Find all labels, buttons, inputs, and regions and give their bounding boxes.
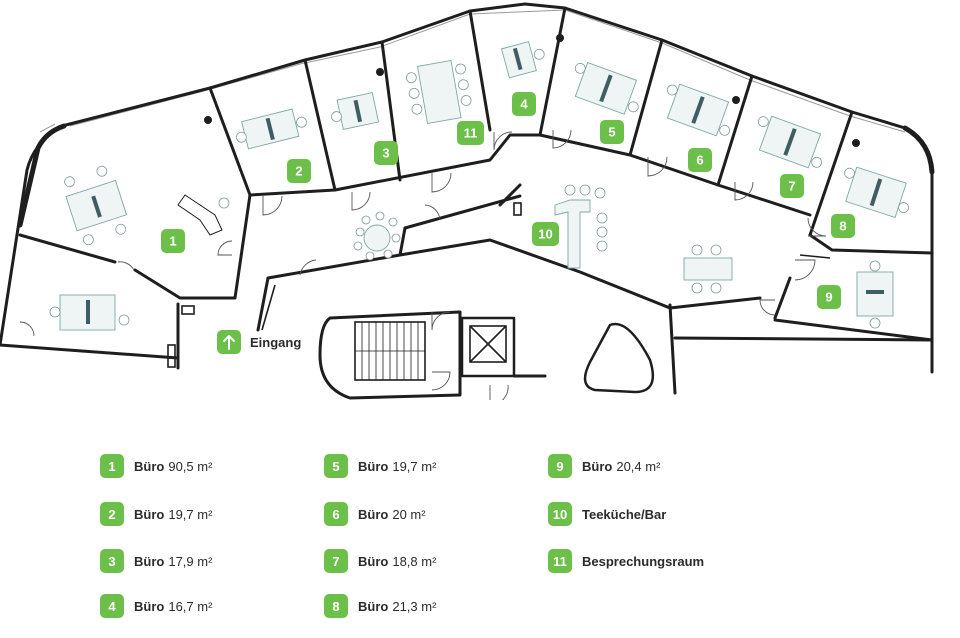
svg-text:4: 4 bbox=[520, 97, 528, 112]
legend-badge: 7 bbox=[324, 549, 348, 573]
svg-text:6: 6 bbox=[696, 153, 703, 168]
legend-badge: 4 bbox=[100, 594, 124, 618]
legend-room-area: 18,8 m² bbox=[392, 553, 437, 569]
room-badge-6: 6 bbox=[688, 148, 712, 172]
legend-badge: 3 bbox=[100, 549, 124, 573]
room-badge-9: 9 bbox=[817, 285, 841, 309]
legend-room-name: Büro bbox=[134, 506, 165, 522]
courtyard-feature bbox=[583, 322, 655, 394]
exterior-walls bbox=[0, 2, 935, 374]
legend-badge: 2 bbox=[100, 502, 124, 526]
legend-room-name: Büro bbox=[358, 598, 389, 614]
legend-badge: 10 bbox=[548, 502, 572, 526]
legend-badge: 8 bbox=[324, 594, 348, 618]
room-badge-1: 1 bbox=[161, 229, 185, 253]
room-badge-5: 5 bbox=[600, 120, 624, 144]
legend-room-name: Teeküche/Bar bbox=[582, 506, 667, 522]
legend-room-area: 19,7 m² bbox=[392, 458, 437, 474]
legend-room-name: Büro bbox=[358, 506, 389, 522]
legend-item-3: 3 Büro 17,9 m² bbox=[100, 548, 212, 574]
legend-room-name: Büro bbox=[358, 553, 389, 569]
room-badge-10: 10 bbox=[532, 222, 559, 246]
stair-core bbox=[318, 310, 547, 400]
office-partitions bbox=[18, 6, 934, 395]
svg-text:11: 11 bbox=[464, 126, 478, 141]
svg-text:7: 7 bbox=[788, 179, 795, 194]
svg-text:10: 10 bbox=[538, 227, 552, 242]
room-badge-3: 3 bbox=[374, 141, 398, 165]
legend-room-area: 21,3 m² bbox=[392, 598, 437, 614]
legend-room-name: Besprechungsraum bbox=[582, 553, 705, 569]
legend-room-name: Büro bbox=[134, 598, 165, 614]
legend-room-name: Büro bbox=[134, 553, 165, 569]
legend-item-6: 6 Büro 20 m² bbox=[324, 501, 426, 527]
room-badge-2: 2 bbox=[287, 159, 311, 183]
office-1-furniture bbox=[49, 165, 230, 368]
legend-room-area: 19,7 m² bbox=[168, 506, 213, 522]
legend-badge: 9 bbox=[548, 454, 572, 478]
legend-item-5: 5 Büro 19,7 m² bbox=[324, 453, 436, 479]
legend-item-10: 10 Teeküche/Bar bbox=[548, 501, 666, 527]
legend-item-7: 7 Büro 18,8 m² bbox=[324, 548, 436, 574]
floor-plan: 1 2 3 4 5 6 7 8 9 10 11 Eingang bbox=[0, 2, 935, 400]
room-badge-8: 8 bbox=[831, 214, 855, 238]
facade-glass bbox=[39, 9, 906, 133]
legend-badge: 5 bbox=[324, 454, 348, 478]
legend-room-name: Büro bbox=[134, 458, 165, 474]
legend-badge: 6 bbox=[324, 502, 348, 526]
door-swings bbox=[19, 129, 827, 400]
legend-item-1: 1 Büro 90,5 m² bbox=[100, 453, 212, 479]
legend-badge: 11 bbox=[548, 549, 572, 573]
legend-item-8: 8 Büro 21,3 m² bbox=[324, 593, 436, 619]
svg-text:2: 2 bbox=[295, 164, 302, 179]
svg-text:5: 5 bbox=[608, 125, 615, 140]
legend-room-name: Büro bbox=[358, 458, 389, 474]
kitchen-furniture bbox=[513, 184, 733, 294]
columns bbox=[204, 34, 860, 147]
svg-text:1: 1 bbox=[169, 234, 176, 249]
room-badge-7: 7 bbox=[780, 174, 804, 198]
legend-room-area: 16,7 m² bbox=[168, 598, 213, 614]
legend-room-area: 20,4 m² bbox=[616, 458, 661, 474]
room-legend: 1 Büro 90,5 m² 2 Büro 19,7 m² 3 Büro 17,… bbox=[0, 440, 960, 638]
svg-text:3: 3 bbox=[382, 146, 389, 161]
office-desks bbox=[235, 41, 909, 329]
svg-text:9: 9 bbox=[825, 290, 832, 305]
room-badge-11: 11 bbox=[457, 121, 484, 145]
svg-text:8: 8 bbox=[839, 219, 846, 234]
corridor-round-table bbox=[353, 211, 401, 261]
legend-room-name: Büro bbox=[582, 458, 613, 474]
room-badge-4: 4 bbox=[512, 92, 536, 116]
entrance-marker: Eingang bbox=[217, 330, 301, 354]
legend-item-4: 4 Büro 16,7 m² bbox=[100, 593, 212, 619]
legend-room-area: 17,9 m² bbox=[168, 553, 213, 569]
legend-badge: 1 bbox=[100, 454, 124, 478]
legend-item-11: 11 Besprechungsraum bbox=[548, 548, 704, 574]
entrance-label: Eingang bbox=[250, 335, 301, 350]
legend-item-2: 2 Büro 19,7 m² bbox=[100, 501, 212, 527]
arrow-up-icon bbox=[217, 330, 241, 354]
legend-item-9: 9 Büro 20,4 m² bbox=[548, 453, 660, 479]
legend-room-area: 90,5 m² bbox=[168, 458, 213, 474]
legend-room-area: 20 m² bbox=[392, 506, 426, 522]
